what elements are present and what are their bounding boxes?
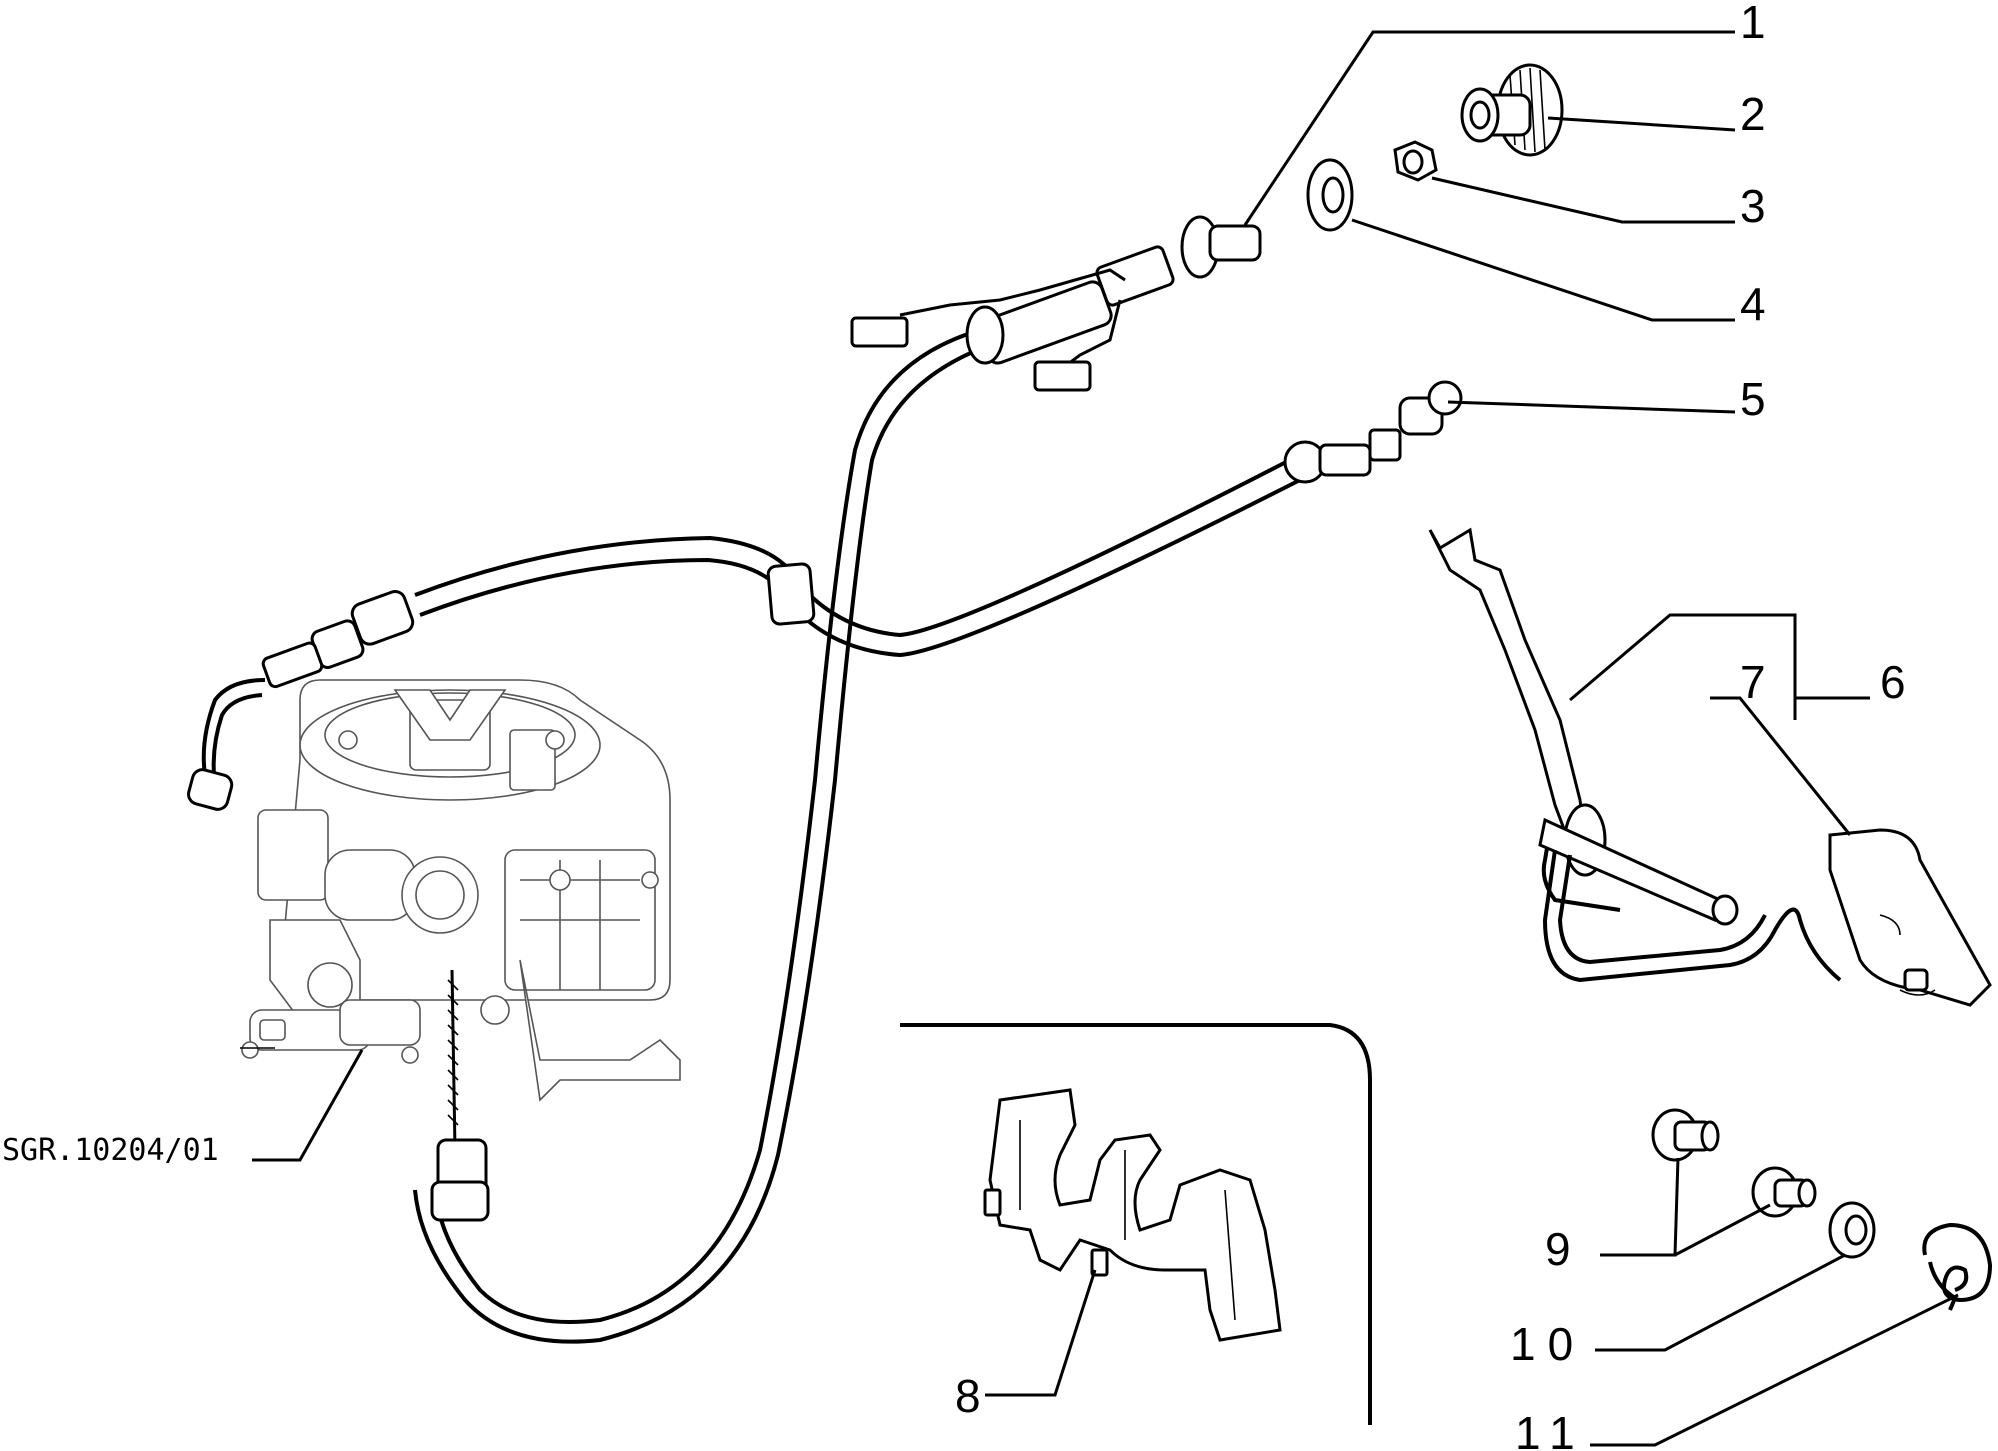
reference-code: SGR.10204/01 — [2, 1133, 219, 1168]
callout-9: 9 — [1545, 1223, 1571, 1275]
section-divider — [900, 1023, 1372, 1425]
callout-11: 11 — [1515, 1407, 1587, 1451]
callout-10: 10 — [1510, 1318, 1585, 1370]
switch-assembly — [850, 215, 1262, 392]
retaining-spring-clip-part — [1922, 1222, 1993, 1311]
cable-clip-part — [983, 1088, 1282, 1342]
callout-leader-lines — [252, 30, 1959, 1447]
callout-7: 7 — [1740, 656, 1766, 708]
callout-6: 6 — [1880, 656, 1906, 708]
bushing-parts — [1651, 1108, 1817, 1218]
accelerator-cable-assembly — [187, 328, 1463, 1344]
knurled-nut-part — [1460, 63, 1564, 157]
callout-8: 8 — [955, 1370, 981, 1422]
callout-1: 1 — [1740, 0, 1766, 48]
accelerator-pedal-assembly — [1428, 527, 1992, 1007]
callout-5: 5 — [1740, 373, 1766, 425]
carburetor-illustration — [240, 679, 681, 1102]
callout-3: 3 — [1740, 180, 1766, 232]
hex-nut-part — [1393, 140, 1438, 182]
callout-labels: 1 2 3 4 5 6 7 8 9 10 11 SGR.10204/01 — [2, 0, 1906, 1451]
callout-4: 4 — [1740, 278, 1766, 330]
spacer-ring-part — [1828, 1201, 1876, 1259]
callout-2: 2 — [1740, 88, 1766, 140]
washer-part — [1306, 158, 1354, 232]
